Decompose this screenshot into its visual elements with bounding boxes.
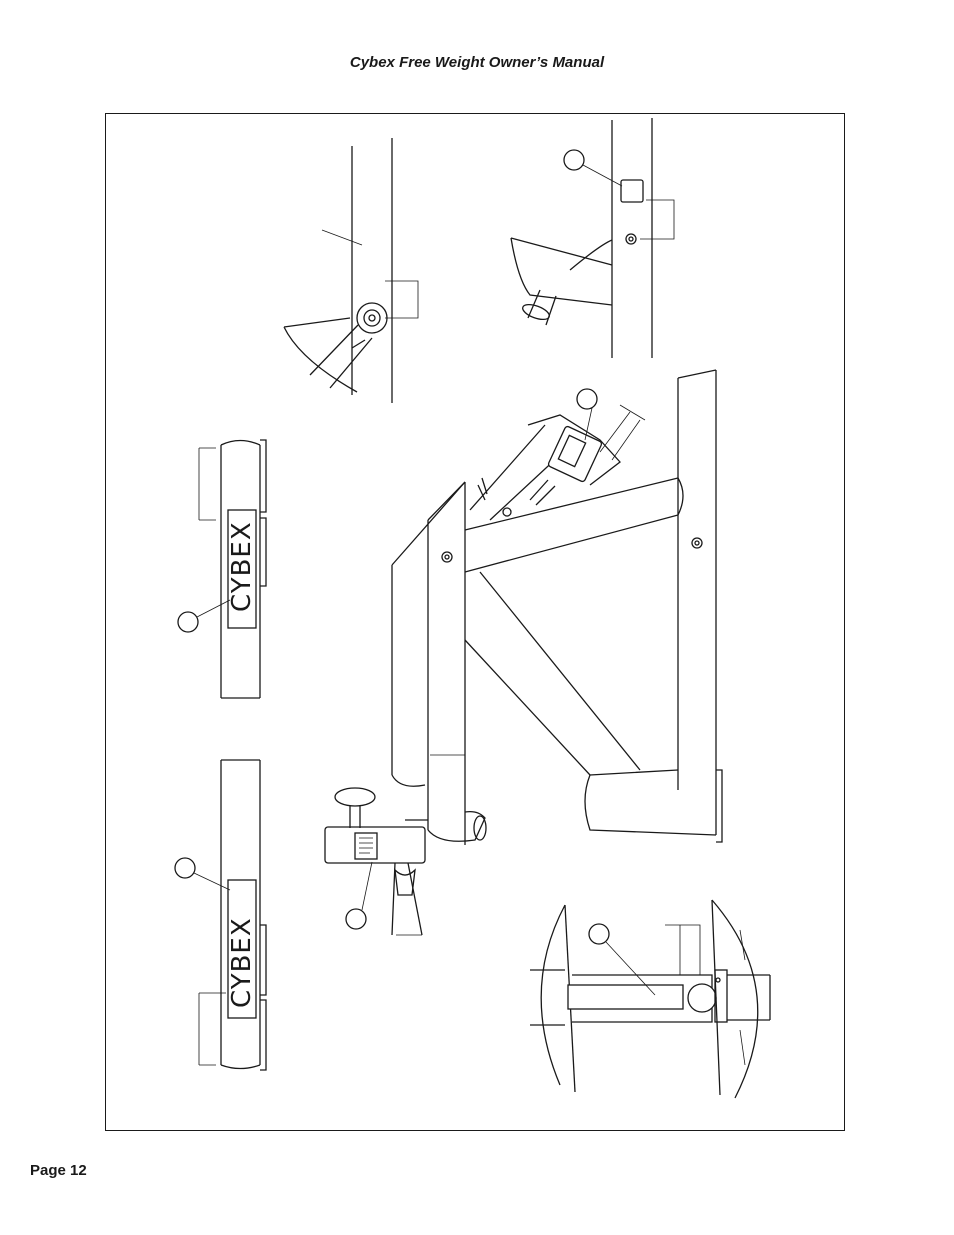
rectangular-decal-rear (568, 985, 683, 1009)
square-decal-detail (511, 118, 674, 358)
callout-circle-4 (346, 909, 366, 929)
pop-pin-knob (335, 788, 375, 806)
cybex-logo-text-upper: CYBEX (227, 521, 257, 612)
callout-circle-5 (577, 389, 597, 409)
callout-circle-6 (589, 924, 609, 944)
warning-decal-front (355, 833, 377, 859)
square-decal (621, 180, 643, 202)
callout-circle-2 (178, 612, 198, 632)
pivot-knob (357, 303, 387, 333)
bench-main-drawing (325, 370, 722, 935)
callout-circle-1 (564, 150, 584, 170)
cybex-logo-text-lower: CYBEX (227, 917, 257, 1008)
upright-logo-detail-lower: CYBEX (175, 760, 266, 1070)
rear-decal-circular-detail (530, 900, 770, 1098)
page-number: Page 12 (30, 1162, 87, 1179)
end-cap (688, 984, 716, 1012)
callout-circle-3 (175, 858, 195, 878)
upright-logo-detail-upper: CYBEX (178, 440, 266, 698)
pivot-bolt-detail (284, 138, 418, 403)
